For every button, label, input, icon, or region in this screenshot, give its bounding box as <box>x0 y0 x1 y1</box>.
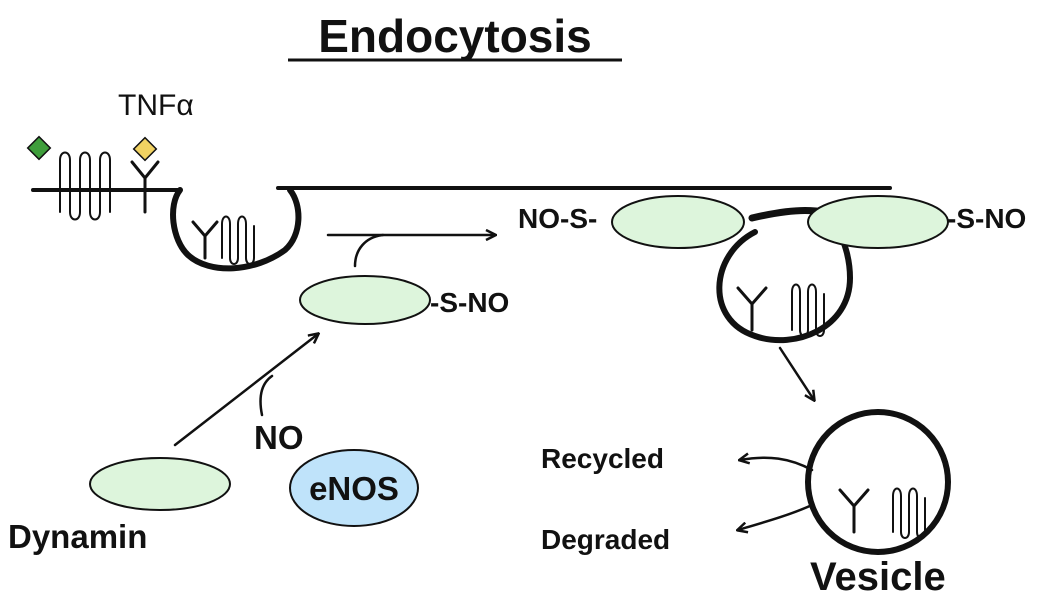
recycled-arrow <box>740 458 814 472</box>
nitrosylation-arrow <box>173 334 318 447</box>
degraded-arrow <box>738 503 814 530</box>
pit-receptors <box>191 215 255 265</box>
surface-receptor-serpentine <box>59 151 111 221</box>
yellow-ligand-icon <box>132 136 158 162</box>
no-label: NO <box>254 419 304 456</box>
recycled-label: Recycled <box>541 443 664 474</box>
diagram-title: Endocytosis <box>318 10 592 62</box>
dynamin-label: Dynamin <box>8 518 147 555</box>
dynamin-snitrosylated <box>299 275 431 325</box>
degraded-label: Degraded <box>541 524 670 555</box>
vesicle-label: Vesicle <box>810 555 946 599</box>
sno-right-label: -S-NO <box>947 203 1026 234</box>
enos-enzyme <box>289 449 419 527</box>
plasma-membrane <box>31 186 892 272</box>
dynamin-collar-left <box>611 195 745 249</box>
fission-arrow <box>778 346 814 400</box>
tnf-alpha-label: TNFα <box>118 89 194 122</box>
internalized-vesicle <box>805 409 951 555</box>
dynamin-collar-right <box>807 195 949 249</box>
dynamin-recruit-curve <box>353 233 385 268</box>
no-input-curve <box>259 374 274 417</box>
tnf-receptor-icon <box>130 160 160 214</box>
enos-label: eNOS <box>309 470 399 507</box>
green-ligand-icon <box>26 135 52 161</box>
sno-left-label: NO-S- <box>518 203 597 234</box>
sno-free-label: -S-NO <box>430 287 509 318</box>
dynamin-native <box>89 457 231 511</box>
